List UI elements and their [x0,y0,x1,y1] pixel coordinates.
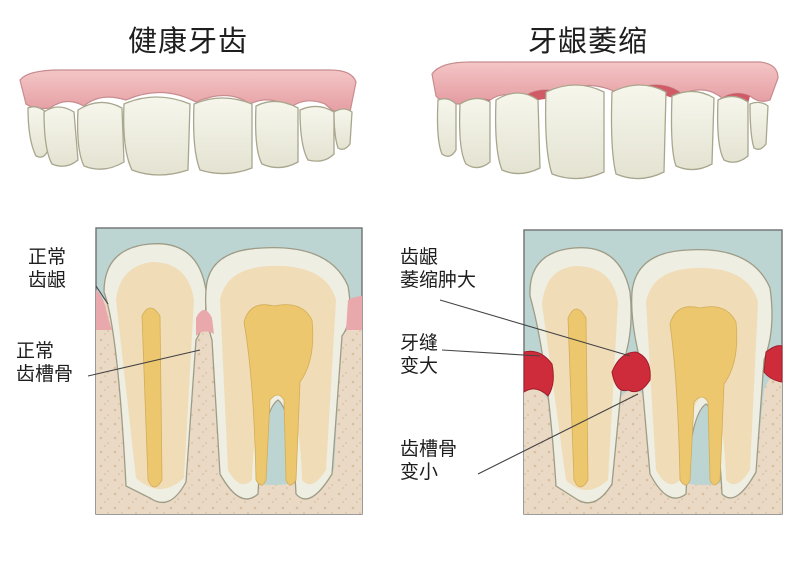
leader-lines [87,285,639,475]
recession-cross-section [523,229,783,515]
healthy-tooth-5 [192,97,253,175]
healthy-tooth-7 [299,105,335,162]
healthy-tooth-1 [27,106,49,158]
recession-pulp-right [669,306,738,486]
recession-tooth-5 [610,84,667,180]
healthy-arch [19,69,357,176]
leader-swollen-gum [439,299,631,357]
healthy-tooth-3 [76,101,125,170]
label-swollen-receding-gum: 齿龈 萎缩肿大 [400,246,477,291]
healthy-pulp-left [141,307,163,488]
healthy-pulp-right [243,304,314,486]
healthy-bone [96,298,362,514]
healthy-gum-tissue-left [96,290,112,330]
recession-arch [431,61,779,180]
label-wider-tooth-gap: 牙缝 变大 [400,332,439,377]
recession-bone [524,371,782,514]
leader-wider-gap [441,349,541,357]
leader-normal-gum [95,285,109,305]
label-smaller-alveolar-bone: 齿槽骨 变小 [400,438,458,483]
title-healthy-teeth: 健康牙齿 [128,24,249,58]
recession-tooth-8 [749,101,769,150]
recession-tooth-6 [670,90,715,171]
healthy-gum-tissue-right [346,296,362,330]
recession-tooth-7 [716,95,749,163]
inflamed-gum-tissue-left [523,350,554,397]
recession-tooth-2 [458,97,491,169]
label-normal-alveolar-bone: 正常 齿槽骨 [16,340,74,385]
recession-tooth-1 [436,98,457,157]
healthy-tooth-8 [333,108,353,150]
inflamed-gum-tissue-middle [611,351,651,393]
recession-tooth-3 [494,92,541,175]
healthy-cross-section [95,227,363,515]
title-gum-recession: 牙龈萎缩 [528,24,649,58]
recession-pulp-left [567,308,589,488]
healthy-gum-tissue-middle [196,310,214,336]
inflamed-gum-tissue-right [763,345,783,383]
healthy-tooth-4 [123,96,191,176]
recession-tooth-4 [544,84,605,180]
healthy-tooth-2 [43,106,79,167]
healthy-tooth-6 [254,100,299,169]
label-normal-gum: 正常 齿龈 [28,246,67,291]
leader-smaller-bone [477,393,639,475]
leader-normal-bone [87,349,201,377]
